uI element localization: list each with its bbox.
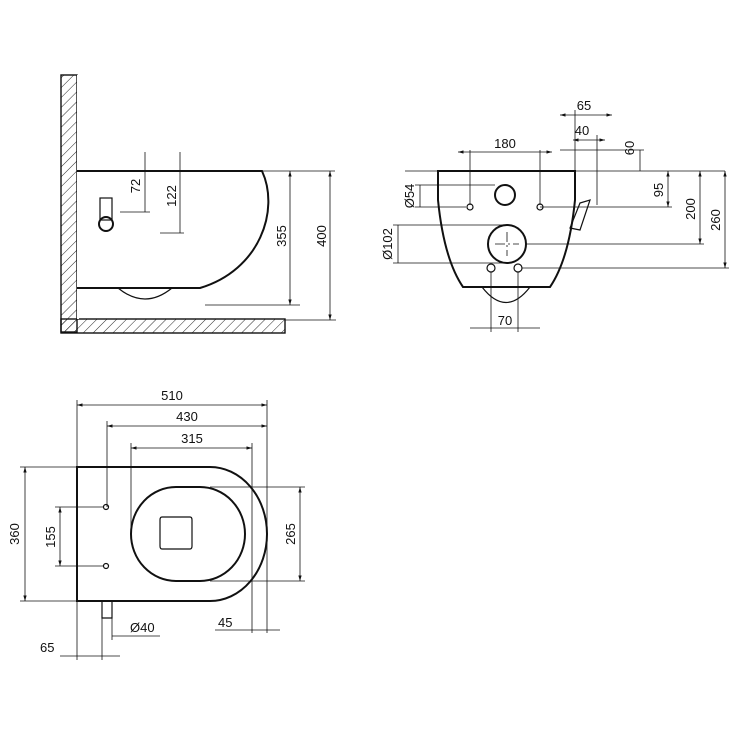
- top-fix-hole-upper: [102, 503, 110, 511]
- dim-d102: Ø102: [380, 228, 395, 260]
- rear-view: 180 65 40 60 95 200 260 Ø54 Ø102 70: [380, 98, 729, 332]
- dim-70: 70: [498, 313, 512, 328]
- rear-outlet-arc: [481, 286, 531, 303]
- dim-315: 315: [181, 431, 203, 446]
- wall-hatch: [60, 74, 286, 334]
- dim-72: 72: [128, 179, 143, 193]
- dim-d40: Ø40: [130, 620, 155, 635]
- dim-lines-top: [20, 400, 305, 660]
- dim-60: 60: [622, 141, 637, 155]
- dim-45: 45: [218, 615, 232, 630]
- inlet-hole: [494, 184, 516, 206]
- dim-355: 355: [274, 225, 289, 247]
- bowl-rear-outline: [437, 170, 576, 288]
- dim-180: 180: [494, 136, 516, 151]
- seat-opening: [130, 486, 246, 582]
- dim-265: 265: [283, 523, 298, 545]
- inlet-connector: [98, 197, 114, 232]
- dim-95: 95: [651, 183, 666, 197]
- bowl-side-outline: [77, 170, 270, 289]
- dim-lines-side: [120, 152, 336, 321]
- top-view: 510 430 315 360 155 265 Ø40 45 65: [7, 388, 305, 660]
- dim-65-top: 65: [40, 640, 54, 655]
- dim-260: 260: [708, 209, 723, 231]
- dim-200: 200: [683, 198, 698, 220]
- angle-valve: [569, 199, 591, 231]
- dim-360: 360: [7, 523, 22, 545]
- dim-155: 155: [43, 526, 58, 548]
- bowl-bottom-foot: [117, 287, 173, 300]
- dim-lines-rear: [393, 110, 729, 332]
- top-inlet-pipe: [101, 601, 113, 619]
- seat-hinge-block: [159, 516, 193, 550]
- dim-122: 122: [164, 185, 179, 207]
- top-fix-hole-lower: [102, 562, 110, 570]
- side-view: 72 122 355 400: [60, 74, 336, 334]
- foot-hole-right: [513, 263, 523, 273]
- foot-hole-left: [486, 263, 496, 273]
- dim-510: 510: [161, 388, 183, 403]
- dim-40: 40: [575, 123, 589, 138]
- dim-65: 65: [577, 98, 591, 113]
- outlet-hole: [487, 224, 527, 264]
- dim-d54: Ø54: [402, 184, 417, 209]
- dim-430: 430: [176, 409, 198, 424]
- dim-400: 400: [314, 225, 329, 247]
